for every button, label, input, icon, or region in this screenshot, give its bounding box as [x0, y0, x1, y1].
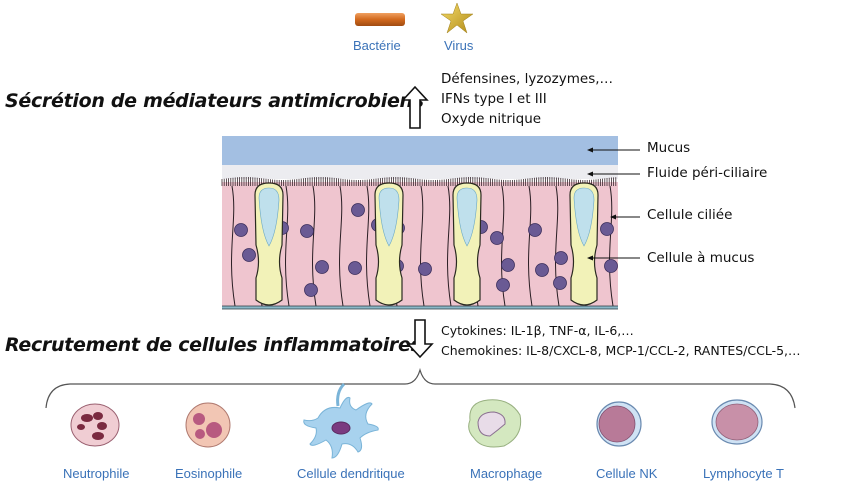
periciliary-layer	[222, 165, 618, 179]
secretion-mediators: Défensines, lyzozymes,… IFNs type I et I…	[441, 69, 613, 129]
nucleus	[418, 262, 432, 276]
label-ciliated-cell: Cellule ciliée	[647, 207, 733, 223]
nucleus	[501, 258, 515, 272]
nk-cell-icon	[596, 401, 642, 447]
cell-label-t-lymphocyte: Lymphocyte T	[703, 466, 784, 481]
cell-layer	[222, 182, 618, 308]
legend: Bactérie Virus	[340, 0, 500, 60]
nucleus	[351, 203, 365, 217]
pointer-arrowhead-icon	[587, 171, 593, 177]
mucus-granules	[573, 187, 595, 247]
mediator-cytokines: Cytokines: IL-1β, TNF-α, IL-6,…	[441, 323, 634, 338]
label-mucus: Mucus	[647, 140, 691, 156]
nucleus	[604, 259, 618, 273]
basement-membrane	[222, 306, 618, 309]
recruitment-heading: Recrutement de cellules inflammatoires	[5, 334, 422, 356]
pointer-arrowhead-icon	[587, 147, 593, 153]
virus-star-icon	[440, 2, 474, 34]
mucus-granules	[258, 187, 280, 247]
t-lymphocyte-icon	[711, 399, 763, 445]
neutrophil-icon	[70, 403, 120, 447]
mucus-granules	[378, 187, 400, 247]
cell-label-neutrophil: Neutrophile	[63, 466, 130, 481]
legend-label-virus: Virus	[444, 38, 474, 53]
nucleus	[600, 222, 614, 236]
cell-label-macrophage: Macrophage	[470, 466, 543, 481]
secretion-heading: Sécrétion de médiateurs antimicrobiens	[5, 90, 424, 112]
cell-label-nk: Cellule NK	[596, 466, 658, 481]
nucleus	[528, 223, 542, 237]
legend-label-bacteria: Bactérie	[353, 38, 401, 53]
mediator-ifns: IFNs type I et III	[441, 91, 547, 107]
nucleus	[304, 283, 318, 297]
nucleus	[315, 260, 329, 274]
cell-label-eosinophil: Eosinophile	[175, 466, 243, 481]
mucus-layer	[222, 136, 618, 165]
label-periciliary-fluid: Fluide péri-ciliaire	[647, 165, 768, 181]
dendritic-cell-icon	[303, 382, 379, 459]
mediator-chemokines: Chemokines: IL-8/CXCL-8, MCP-1/CCL-2, RA…	[441, 343, 801, 358]
nucleus	[300, 224, 314, 238]
label-goblet-cell: Cellule à mucus	[647, 250, 755, 266]
mucus-granules	[456, 187, 478, 247]
eosinophil-icon	[185, 402, 231, 448]
recruitment-mediators: Cytokines: IL-1β, TNF-α, IL-6,… Chemokin…	[441, 321, 801, 361]
cell-label-dendritic: Cellule dendritique	[297, 466, 405, 481]
nucleus	[490, 231, 504, 245]
macrophage-icon	[468, 399, 522, 448]
pointer-arrowhead-icon	[587, 255, 593, 261]
nucleus	[535, 263, 549, 277]
pointer-arrowhead-icon	[610, 214, 616, 220]
cilia	[221, 177, 617, 186]
nucleus	[554, 251, 568, 265]
nucleus	[242, 248, 256, 262]
nucleus	[553, 276, 567, 290]
nucleus	[234, 223, 248, 237]
mediator-nitric-oxide: Oxyde nitrique	[441, 111, 542, 127]
nucleus	[348, 261, 362, 275]
mediator-defensins: Défensines, lyzozymes,…	[441, 71, 614, 87]
nucleus	[496, 278, 510, 292]
bacterium-icon	[355, 13, 405, 26]
